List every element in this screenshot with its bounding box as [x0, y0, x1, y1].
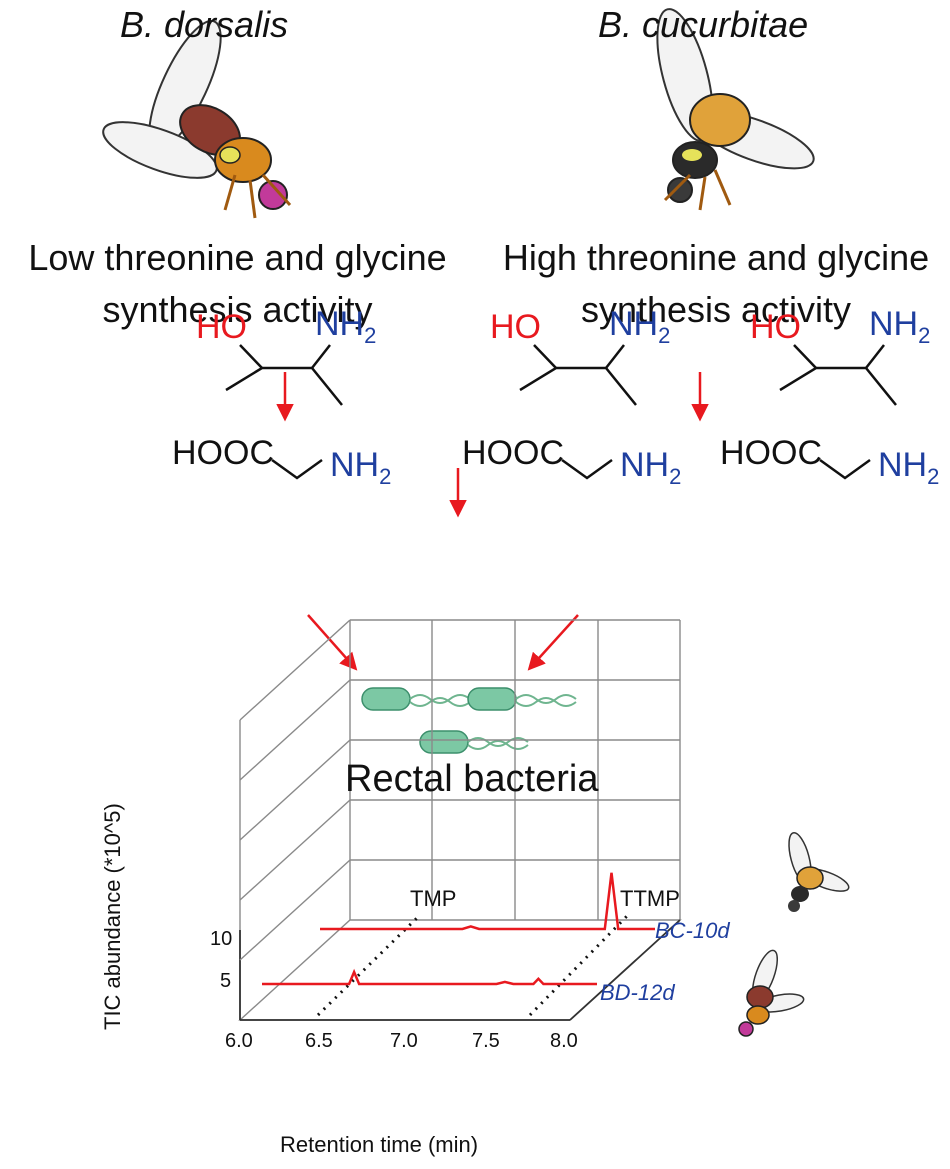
chart-frame — [238, 619, 682, 1021]
threonine-mid-hydroxyl: HO — [490, 308, 541, 346]
threonine-mid-amine: NH2 — [609, 305, 671, 348]
glycine-bonds-right — [819, 458, 871, 480]
b-dorsalis-fly-illustration — [102, 19, 292, 219]
x-tick-7-5: 7.5 — [472, 1030, 500, 1052]
bd-fly-small-icon — [738, 949, 805, 1037]
threonine-left-amine: NH2 — [315, 305, 377, 348]
activity-right-text: High threonine and glycine synthesis act… — [482, 232, 950, 336]
activity-left-line2: synthesis activity — [102, 289, 373, 330]
x-tick-6-0: 6.0 — [225, 1030, 253, 1052]
x-tick-8-0: 8.0 — [550, 1030, 578, 1052]
bacteria-illustration — [361, 687, 577, 754]
x-tick-7-0: 7.0 — [390, 1030, 418, 1052]
threonine-bonds-left — [225, 344, 343, 406]
glycine-left-amine: NH2 — [330, 446, 392, 489]
activity-left-line1: Low threonine and glycine — [28, 237, 447, 278]
threonine-right-hydroxyl: HO — [750, 308, 801, 346]
threonine-bonds-mid — [519, 344, 637, 406]
arrow-right-to-bacteria — [527, 614, 579, 671]
x-axis-label: Retention time (min) — [280, 1132, 479, 1157]
threonine-bonds-right — [779, 344, 897, 406]
y-axis-label: TIC abundance (*10^5) — [100, 803, 125, 1030]
activity-right-line2: synthesis activity — [580, 289, 852, 330]
activity-left-text: Low threonine and glycine synthesis acti… — [0, 232, 475, 336]
glycine-bonds-left — [271, 458, 323, 480]
rectal-bacteria-label: Rectal bacteria — [345, 758, 599, 800]
glycine-mid-acid: HOOC — [462, 434, 564, 472]
bc-fly-small-icon — [788, 832, 850, 912]
activity-right-line1: High threonine and glycine — [502, 237, 930, 278]
threonine-right-amine: NH2 — [869, 305, 931, 348]
ttmp-annotation: TTMP — [620, 886, 680, 911]
y-tick-10: 10 — [210, 928, 233, 950]
trace-bd-12d — [262, 968, 597, 986]
tmp-annotation: TMP — [410, 886, 457, 911]
glycine-right-acid: HOOC — [720, 434, 822, 472]
glycine-bonds-mid — [561, 458, 613, 480]
series-bd-12d-label: BD-12d — [600, 980, 675, 1005]
series-bc-10d-label: BC-10d — [655, 918, 730, 943]
species-right-title: B. cucurbitae — [598, 4, 809, 45]
threonine-left-hydroxyl: HO — [196, 308, 247, 346]
b-cucurbitae-fly-illustration — [656, 8, 815, 211]
trace-bc-10d — [320, 872, 655, 931]
chart-traces — [262, 872, 655, 986]
x-tick-6-5: 6.5 — [305, 1030, 333, 1052]
y-tick-5: 5 — [220, 970, 232, 992]
arrow-left-to-bacteria — [307, 614, 358, 671]
glycine-right-amine: NH2 — [878, 446, 940, 489]
species-left-title: B. dorsalis — [120, 4, 289, 45]
glycine-left-acid: HOOC — [172, 434, 274, 472]
glycine-mid-amine: NH2 — [620, 446, 682, 489]
